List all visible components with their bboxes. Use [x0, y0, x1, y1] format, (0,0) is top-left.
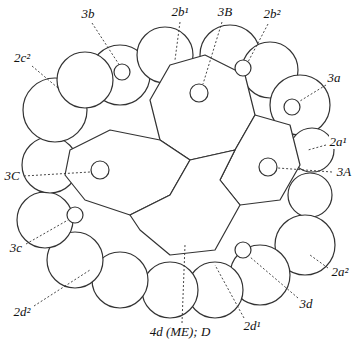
callout-label: 4d (ME); D — [149, 325, 212, 339]
callout-label: 2d¹ — [243, 319, 262, 333]
callout-label: 2b² — [263, 7, 282, 21]
outer-cells — [17, 25, 335, 318]
macromeres — [65, 55, 300, 255]
callout-label: 3c — [9, 241, 23, 255]
callout-label: 2c² — [13, 51, 31, 65]
callout-label: 2d² — [13, 305, 32, 319]
callout-label: 3a — [327, 71, 342, 85]
callout-label: 3C — [3, 169, 20, 183]
callout-label: 3d — [299, 297, 314, 311]
callout-label: 2a² — [331, 265, 350, 279]
nuclei — [67, 60, 300, 258]
callout-label: 3b — [81, 7, 96, 21]
leader-lines — [24, 22, 332, 323]
callout-label: 2a¹ — [329, 135, 348, 149]
callout-label: 3B — [217, 5, 233, 19]
callout-label: 3A — [336, 165, 352, 179]
callout-label: 2b¹ — [171, 5, 190, 19]
